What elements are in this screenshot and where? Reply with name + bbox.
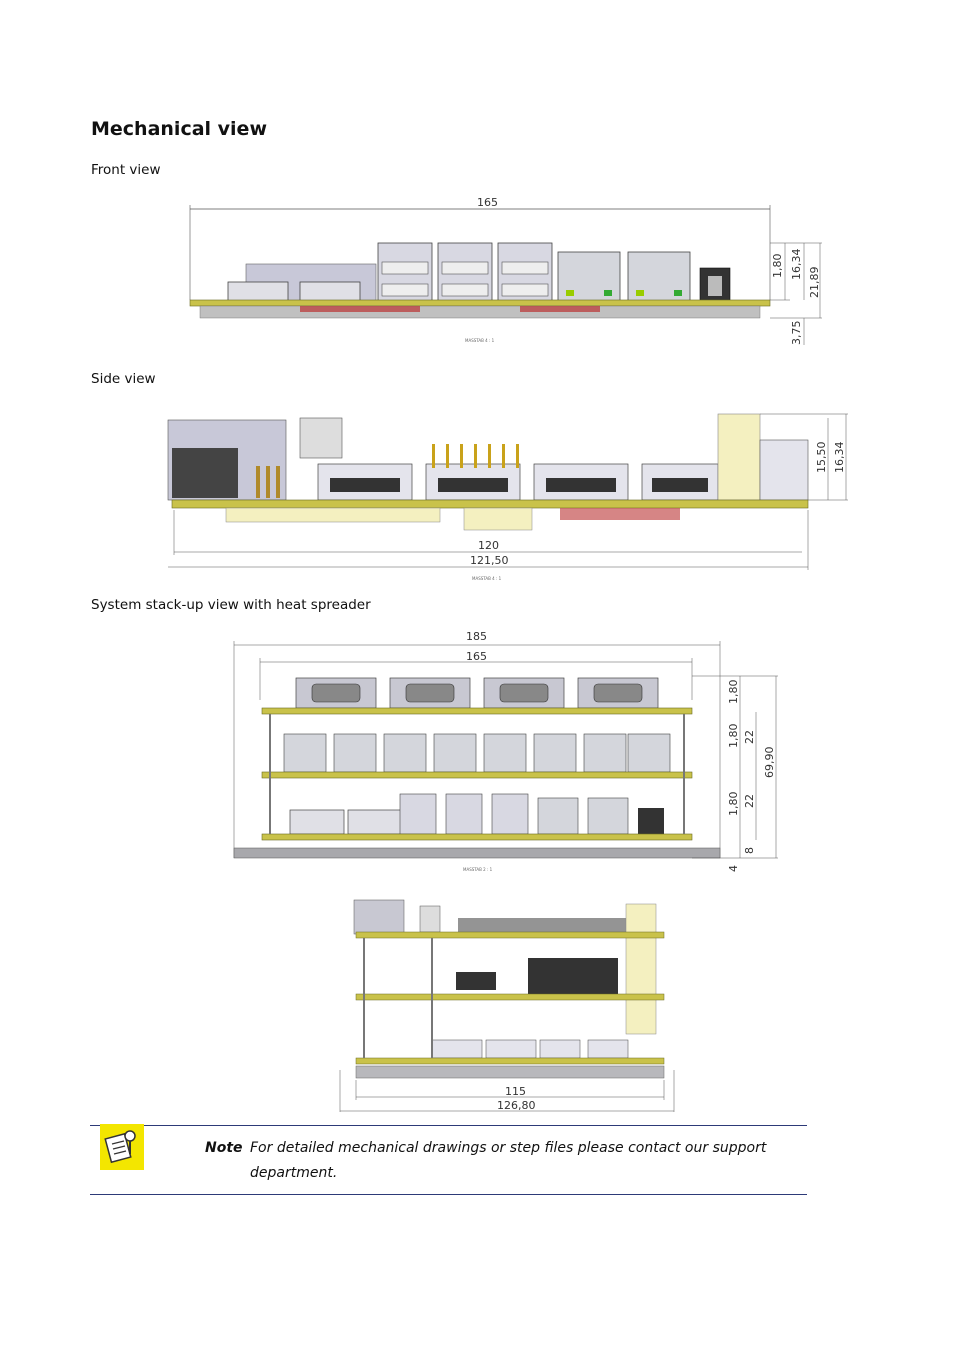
stack-dim-inner: 165	[466, 650, 487, 663]
caption-side-view: Side view	[91, 371, 156, 387]
note-text: For detailed mechanical drawings or step…	[250, 1140, 767, 1181]
front-dim-d: 3,75	[790, 321, 803, 346]
front-scale-label: MASSTAB 4 : 1	[465, 338, 495, 343]
side-scale-label: MASSTAB 4 : 1	[472, 576, 502, 581]
side-dim-a: 15,50	[815, 442, 828, 474]
stack-dim-d2: 1,80	[727, 724, 740, 749]
side-dim-outer: 121,50	[470, 554, 509, 567]
front-dim-c: 21,89	[808, 267, 821, 299]
front-dim-a: 1,80	[771, 254, 784, 279]
stack-scale-label: MASSTAB 2 : 1	[463, 867, 493, 872]
front-dim-width: 165	[477, 196, 498, 209]
note-top-rule	[90, 1125, 807, 1126]
front-view-drawing: 165 1,80 16,34 21,89 3,75 MASSTAB 4 : 1	[189, 196, 822, 346]
caption-stack-view: System stack-up view with heat spreader	[91, 597, 371, 613]
stack-dim-total: 69,90	[763, 747, 776, 779]
stack-side-dim-inner: 115	[505, 1085, 526, 1098]
front-dim-b: 16,34	[790, 249, 803, 281]
stack-dim-d7: 4	[727, 865, 740, 872]
stack-side-dim-outer: 126,80	[497, 1099, 536, 1112]
note-bottom-rule	[90, 1194, 807, 1195]
side-view-drawing: 15,50 16,34 120 121,50 MASSTAB 4 : 1	[167, 413, 848, 581]
page-title: Mechanical view	[91, 118, 267, 140]
stack-dim-outer: 185	[466, 630, 487, 643]
caption-front-view: Front view	[91, 162, 161, 178]
stack-dim-d3: 22	[743, 730, 756, 744]
stack-dim-d4: 1,80	[727, 792, 740, 817]
stack-dim-d6: 8	[743, 847, 756, 854]
stack-view-drawing: 185 165 1,80 1,80 22 1,80 22 69,90 8 4 M…	[233, 630, 778, 872]
note-icon	[100, 1124, 144, 1170]
side-dim-inner: 120	[478, 539, 499, 552]
note-label: Note	[205, 1140, 243, 1156]
stack-side-drawing: 115 126,80	[339, 899, 675, 1112]
stack-dim-d5: 22	[743, 794, 756, 808]
side-dim-b: 16,34	[833, 442, 846, 474]
stack-dim-d1: 1,80	[727, 680, 740, 705]
